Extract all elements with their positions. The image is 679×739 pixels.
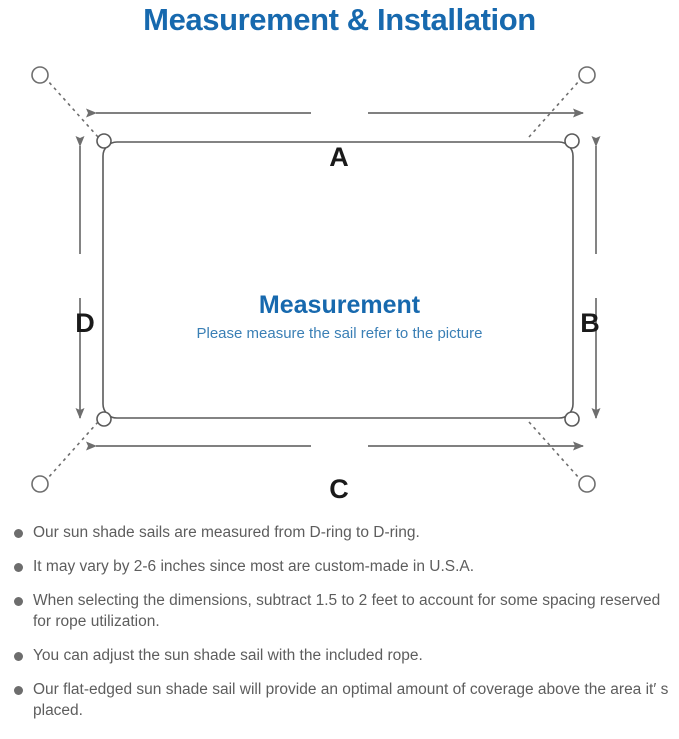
list-item: It may vary by 2-6 inches since most are… [0,556,679,577]
dimension-label-c: C [329,474,349,504]
tether-line-bottom-right [528,421,580,479]
note-text: Our sun shade sails are measured from D-… [33,524,420,541]
dimension-label-a: A [329,142,349,172]
sail-outline [102,141,574,419]
bullet-icon [14,529,23,538]
bullet-icon [14,686,23,695]
d-ring-bottom-right [564,411,580,427]
note-text: You can adjust the sun shade sail with t… [33,647,423,664]
measurement-diagram: Measurement Please measure the sail refe… [0,48,679,510]
d-ring-top-right [564,133,580,149]
note-text: When selecting the dimensions, subtract … [33,592,661,630]
tether-line-top-left [47,80,99,138]
list-item: When selecting the dimensions, subtract … [0,590,679,632]
bullet-icon [14,597,23,606]
anchor-point-bottom-right [578,475,596,493]
anchor-point-bottom-left [31,475,49,493]
note-text: Our flat-edged sun shade sail will provi… [33,681,669,719]
anchor-point-top-right [578,66,596,84]
sail-center-subtitle: Please measure the sail refer to the pic… [196,325,483,342]
list-item: Our flat-edged sun shade sail will provi… [0,679,679,721]
anchor-point-top-left [31,66,49,84]
page-title: Measurement & Installation [143,2,536,37]
bullet-icon [14,652,23,661]
notes-list: Our sun shade sails are measured from D-… [0,522,679,734]
tether-line-bottom-left [47,421,99,479]
d-ring-top-left [96,133,112,149]
anchor-points [31,66,596,493]
sail-center-title: Measurement [258,291,421,319]
tether-lines [47,80,580,479]
list-item: Our sun shade sails are measured from D-… [0,522,679,543]
bullet-icon [14,563,23,572]
note-text: It may vary by 2-6 inches since most are… [33,558,475,575]
dimension-label-d: D [75,308,95,338]
d-ring-bottom-left [96,411,112,427]
diagram-canvas [31,66,601,493]
d-rings [96,133,580,427]
dimension-label-b: B [580,308,600,338]
list-item: You can adjust the sun shade sail with t… [0,645,679,666]
tether-line-top-right [528,80,580,138]
